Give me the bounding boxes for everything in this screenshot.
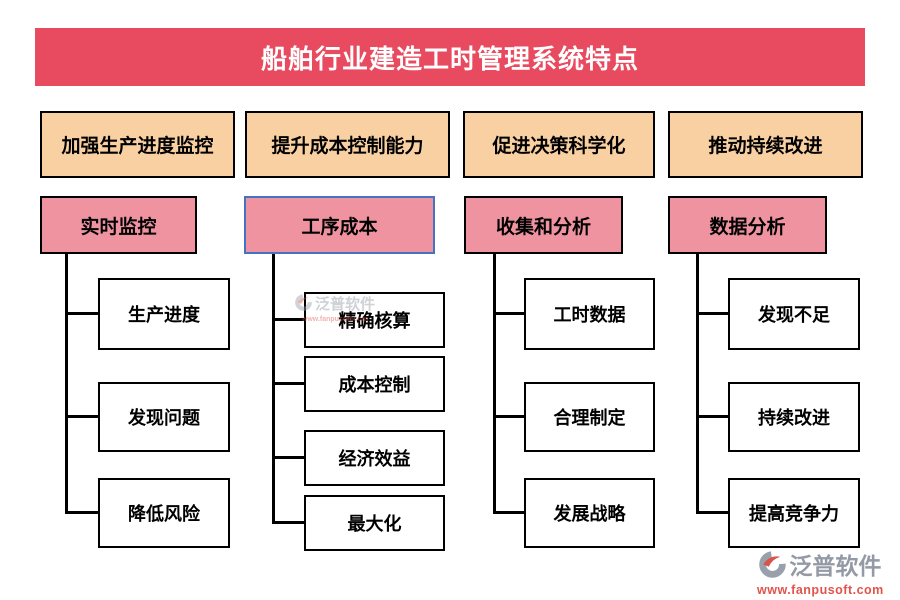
child-box-3-1: 工时数据 [524,278,655,350]
child-box-2-4: 最大化 [304,495,445,551]
feature-header-2: 提升成本控制能力 [245,111,450,178]
child-box-2-2: 成本控制 [304,356,445,412]
child-box-2-1: 精确核算 [304,292,445,348]
child-box-4-3-label: 提高竞争力 [749,504,839,524]
connector-hline-4-2 [699,415,728,418]
fanpu-logo-icon [759,551,787,582]
sub-box-2: 工序成本 [244,196,435,254]
watermark-brand-text: 泛普软件 [315,296,376,313]
sub-box-4: 数据分析 [668,196,827,254]
connector-hline-1-3 [68,511,98,514]
sub-box-1-label: 实时监控 [80,216,157,238]
child-box-2-3: 经济效益 [304,430,445,486]
child-box-1-3-label: 降低风险 [128,504,200,524]
child-box-3-2: 合理制定 [524,382,655,452]
brand-name-text: 泛普软件 [789,553,882,579]
connector-hline-3-1 [496,312,524,315]
feature-header-1: 加强生产进度监控 [40,111,235,178]
connector-hline-1-2 [68,415,98,418]
child-box-4-2-label: 持续改进 [758,408,830,428]
child-box-4-2: 持续改进 [728,382,860,452]
connector-vline-2 [272,253,275,524]
child-box-1-3: 降低风险 [98,478,230,548]
child-box-4-1: 发现不足 [728,278,860,350]
connector-hline-2-1 [275,318,304,321]
child-box-1-2: 发现问题 [98,382,230,452]
connector-hline-2-4 [275,521,304,524]
connector-hline-2-3 [275,456,304,459]
child-box-2-1-label: 精确核算 [338,311,411,331]
brand-url-text: www.fanpusoft.com [757,583,884,597]
connector-vline-4 [696,253,699,514]
connector-hline-3-2 [496,415,524,418]
child-box-2-4-label: 最大化 [347,514,402,534]
fanpu-brand-logo: 泛普软件 www.fanpusoft.com [757,551,884,597]
child-box-4-1-label: 发现不足 [758,305,830,325]
sub-box-1: 实时监控 [40,196,197,254]
sub-box-2-label: 工序成本 [301,216,378,238]
connector-hline-3-3 [496,511,524,514]
sub-box-4-label: 数据分析 [709,216,786,238]
feature-header-1-label: 加强生产进度监控 [61,136,214,157]
feature-header-3: 促进决策科学化 [463,111,655,178]
child-box-2-2-label: 成本控制 [338,375,411,395]
watermark-url-text: www.fanpusoft.com [301,316,369,323]
child-box-3-2-label: 合理制定 [553,408,626,428]
feature-header-3-label: 促进决策科学化 [492,136,626,157]
fanpu-watermark: 泛普软件 www.fanpusoft.com [295,294,375,323]
child-box-1-2-label: 发现问题 [128,408,200,428]
child-box-1-1-label: 生产进度 [128,305,200,325]
connector-hline-4-3 [699,511,728,514]
connector-hline-4-1 [699,312,728,315]
child-box-3-3: 发展战略 [524,478,655,548]
feature-header-4: 推动持续改进 [668,111,863,178]
page-title: 船舶行业建造工时管理系统特点 [35,28,865,86]
child-box-1-1: 生产进度 [98,278,230,350]
feature-header-4-label: 推动持续改进 [708,136,823,157]
fanpu-logo-icon [295,294,312,315]
child-box-3-3-label: 发展战略 [553,504,626,524]
connector-hline-1-1 [68,312,98,315]
child-box-3-1-label: 工时数据 [553,305,626,325]
feature-header-2-label: 提升成本控制能力 [271,136,424,157]
sub-box-3-label: 收集和分析 [495,216,591,238]
connector-vline-3 [493,253,496,514]
child-box-4-3: 提高竞争力 [728,478,860,548]
connector-vline-1 [65,253,68,514]
sub-box-3: 收集和分析 [464,196,623,254]
child-box-2-3-label: 经济效益 [338,449,411,469]
connector-hline-2-2 [275,382,304,385]
